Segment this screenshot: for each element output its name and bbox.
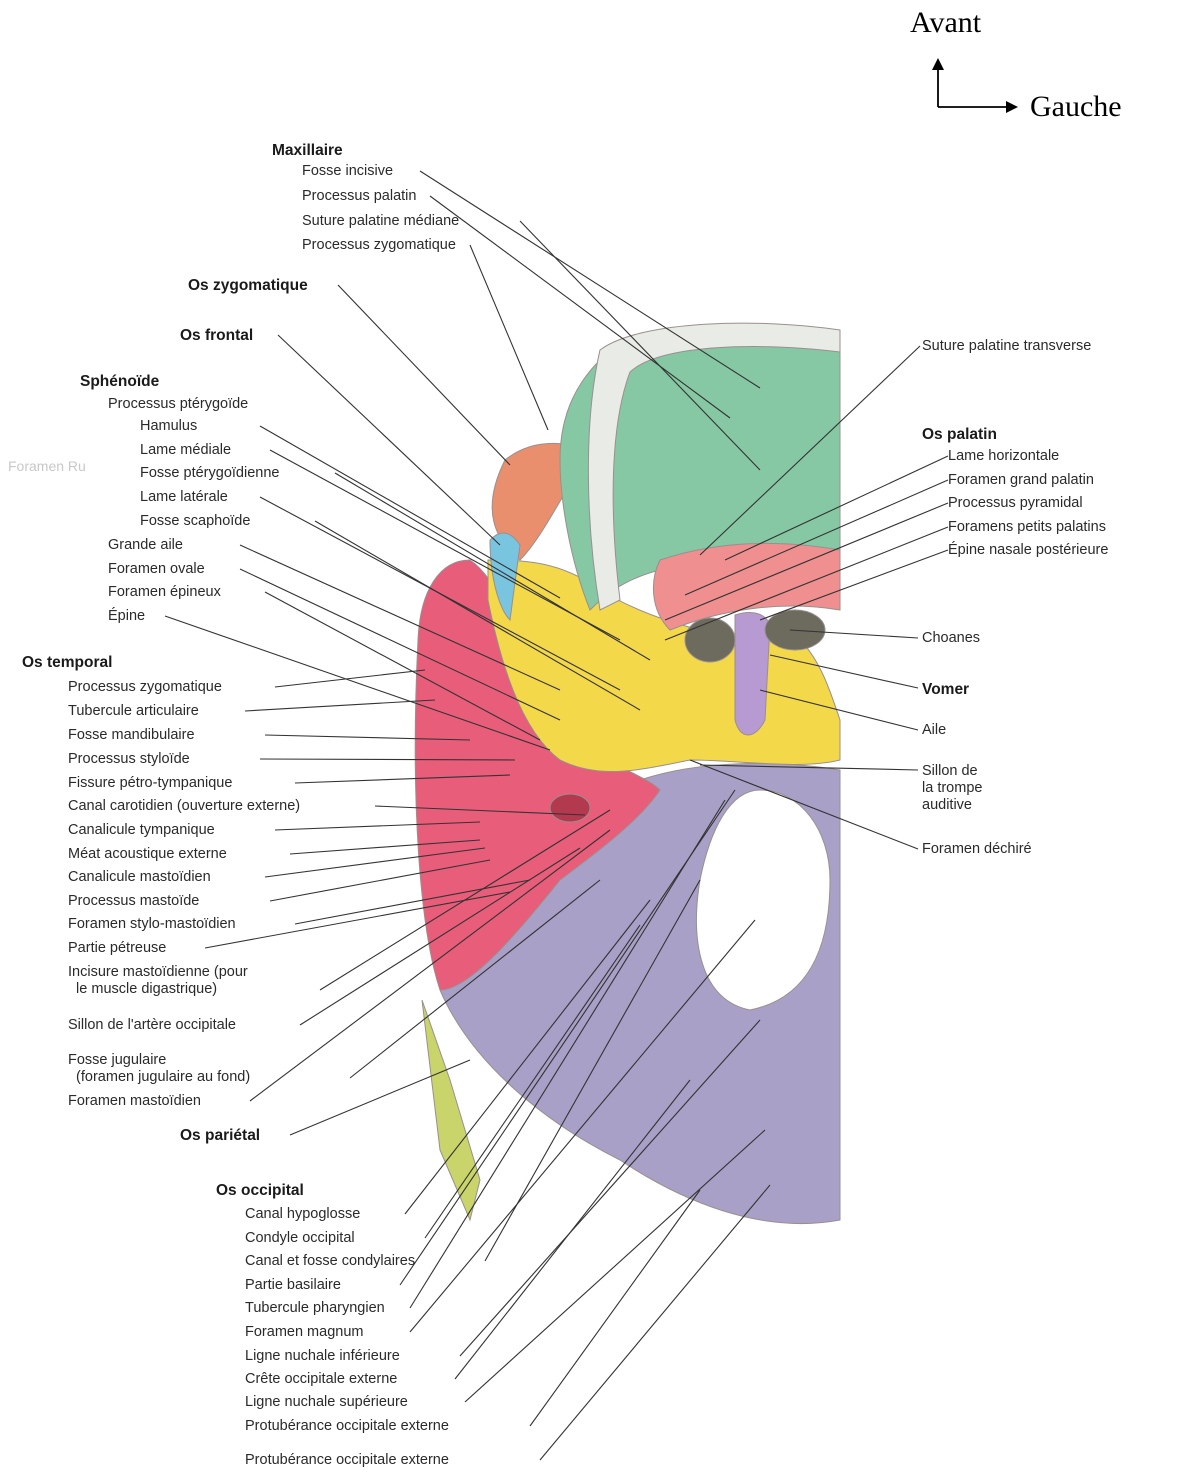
label-lame-horizontale: Lame horizontale (948, 448, 1059, 465)
label-lame-mediale: Lame médiale (140, 442, 231, 459)
label-tubercule-pharyngien: Tubercule pharyngien (245, 1300, 385, 1317)
label-choanes: Choanes (922, 630, 980, 647)
label-suture-palatine-transverse: Suture palatine transverse (922, 338, 1091, 355)
label-grande-aile: Grande aile (108, 537, 183, 554)
label-protuberance-occipitale-externe-repeat: Protubérance occipitale externe (245, 1452, 449, 1469)
label-foramen-epineux: Foramen épineux (108, 584, 221, 601)
label-meat-acoustique-externe: Méat acoustique externe (68, 846, 227, 863)
label-sillon-artere-occipitale: Sillon de l'artère occipitale (68, 1017, 236, 1034)
label-canalicule-tympanique: Canalicule tympanique (68, 822, 215, 839)
leader-line (275, 670, 425, 687)
label-foramen-grand-palatin: Foramen grand palatin (948, 472, 1094, 489)
label-canal-fosse-condylaires: Canal et fosse condylaires (245, 1253, 415, 1270)
faint-background-text: Foramen Ru (8, 458, 86, 474)
label-fosse-incisive: Fosse incisive (302, 163, 393, 180)
label-canal-carotidien: Canal carotidien (ouverture externe) (68, 798, 300, 815)
label-tubercule-articulaire: Tubercule articulaire (68, 703, 199, 720)
label-lame-laterale: Lame latérale (140, 489, 228, 506)
group-title-os-parietal: Os pariétal (180, 1127, 260, 1145)
label-partie-petreuse: Partie pétreuse (68, 940, 166, 957)
leader-line (470, 245, 548, 430)
label-fosse-pterygoidienne: Fosse ptérygoïdienne (140, 465, 279, 482)
label-processus-palatin: Processus palatin (302, 188, 416, 205)
arrow-up-icon (932, 58, 944, 70)
label-sillon-trompe-auditive: Sillon de la trompe auditive (922, 763, 982, 814)
group-title-sphenoide: Sphénoïde (80, 373, 159, 391)
label-foramen-magnum: Foramen magnum (245, 1324, 363, 1341)
group-title-os-frontal: Os frontal (180, 327, 253, 345)
label-foramen-stylo-mastoidien: Foramen stylo-mastoïdien (68, 916, 236, 933)
label-processus-pyramidal: Processus pyramidal (948, 495, 1083, 512)
label-foramens-petits-palatins: Foramens petits palatins (948, 519, 1106, 536)
label-processus-zygomatique-max: Processus zygomatique (302, 237, 456, 254)
label-protuberance-occipitale-externe: Protubérance occipitale externe (245, 1418, 449, 1435)
carotid-canal (550, 794, 590, 822)
orientation-front-label: Avant (910, 6, 981, 40)
label-processus-styloide: Processus styloïde (68, 751, 190, 768)
orientation-left-label: Gauche (1030, 90, 1122, 124)
group-title-maxillaire: Maxillaire (272, 142, 343, 160)
label-fissure-petro-tympanique: Fissure pétro-tympanique (68, 775, 232, 792)
leader-line (278, 335, 500, 545)
label-processus-mastoide: Processus mastoïde (68, 893, 199, 910)
label-epine-nasale-posterieure: Épine nasale postérieure (948, 542, 1108, 559)
label-foramen-mastoidien: Foramen mastoïdien (68, 1093, 201, 1110)
label-condyle-occipital: Condyle occipital (245, 1230, 355, 1247)
orientation-indicator (932, 58, 1018, 113)
label-processus-zygomatique-temp: Processus zygomatique (68, 679, 222, 696)
label-fosse-scaphoide: Fosse scaphoïde (140, 513, 250, 530)
label-fosse-jugulaire: Fosse jugulaire (foramen jugulaire au fo… (68, 1052, 250, 1086)
leader-line (338, 285, 510, 465)
leader-line (465, 1130, 765, 1402)
group-title-os-zygomatique: Os zygomatique (188, 277, 308, 295)
label-canalicule-mastoidien: Canalicule mastoïdien (68, 869, 211, 886)
group-title-os-temporal: Os temporal (22, 654, 112, 672)
label-aile: Aile (922, 722, 946, 739)
label-epine: Épine (108, 608, 145, 625)
label-ligne-nuchale-inferieure: Ligne nuchale inférieure (245, 1348, 400, 1365)
label-fosse-mandibulaire: Fosse mandibulaire (68, 727, 195, 744)
group-title-os-palatin: Os palatin (922, 426, 997, 444)
label-processus-pterygoide: Processus ptérygoïde (108, 396, 248, 413)
choana-left (685, 618, 735, 662)
arrow-right-icon (1006, 101, 1018, 113)
label-hamulus: Hamulus (140, 418, 197, 435)
leader-line (245, 700, 435, 711)
label-ligne-nuchale-superieure: Ligne nuchale supérieure (245, 1394, 408, 1411)
label-foramen-ovale: Foramen ovale (108, 561, 205, 578)
group-title-os-occipital: Os occipital (216, 1182, 304, 1200)
leader-line (530, 1190, 700, 1426)
label-vomer: Vomer (922, 681, 969, 699)
label-incisure-mastoidienne: Incisure mastoïdienne (pour le muscle di… (68, 964, 248, 998)
label-crete-occipitale-externe: Crête occipitale externe (245, 1371, 397, 1388)
label-foramen-dechire: Foramen déchiré (922, 841, 1032, 858)
leader-line (420, 171, 760, 388)
label-partie-basilaire: Partie basilaire (245, 1277, 341, 1294)
label-canal-hypoglosse: Canal hypoglosse (245, 1206, 360, 1223)
label-suture-palatine-mediane: Suture palatine médiane (302, 213, 459, 230)
